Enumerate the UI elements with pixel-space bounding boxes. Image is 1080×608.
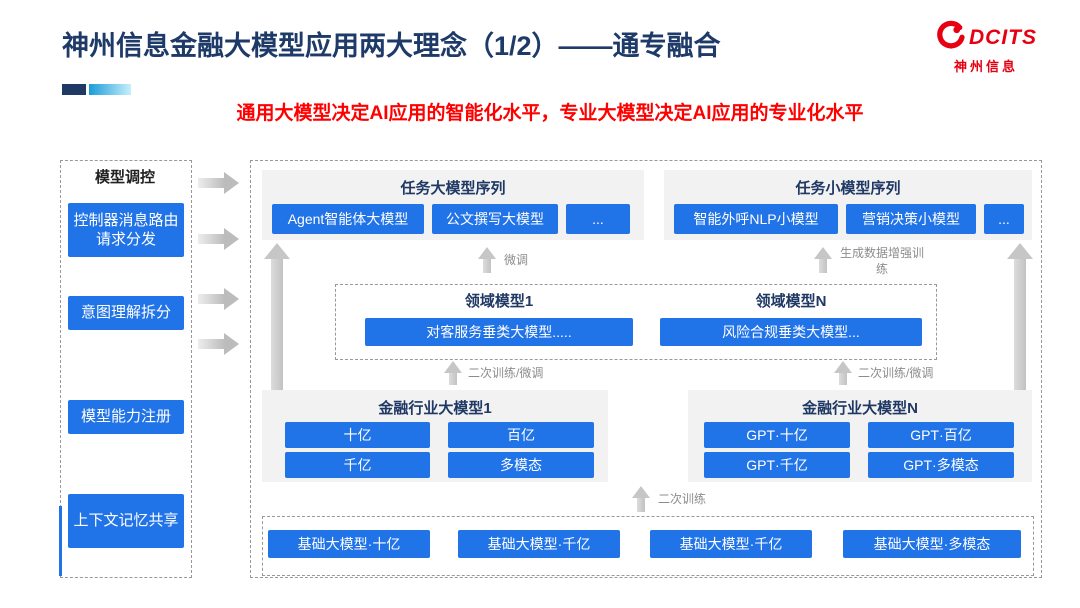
model-button-1b: 十亿	[285, 422, 430, 448]
industry-model-1-header: 金融行业大模型1	[378, 400, 492, 417]
model-button-gpt-multimodal: GPT·多模态	[868, 452, 1014, 478]
task-large-model-header: 任务大模型序列	[400, 180, 506, 197]
finetune-label: 微调	[504, 253, 529, 267]
task-small-model-header: 任务小模型序列	[795, 180, 901, 197]
model-button-outbound-nlp: 智能外呼NLP小模型	[674, 204, 838, 234]
model-button-gpt-10b: GPT·百亿	[868, 422, 1014, 448]
sidebar-item-intent: 意图理解拆分	[68, 296, 184, 330]
arrow-up-retrain-left-icon	[444, 361, 462, 385]
arrow-right-icon	[198, 333, 239, 355]
model-button-more-small: ...	[984, 204, 1024, 234]
sidebar-item-registry: 模型能力注册	[68, 400, 184, 434]
accent-bar-cyan	[89, 84, 131, 95]
arrow-right-icon	[198, 228, 239, 250]
model-button-customer-service: 对客服务垂类大模型.....	[365, 318, 633, 346]
model-button-base-multimodal: 基础大模型·多模态	[843, 530, 1021, 558]
model-button-100b: 千亿	[285, 452, 430, 478]
sidebar-accent-line	[59, 506, 62, 576]
accent-bar-navy	[62, 84, 86, 95]
model-button-multimodal: 多模态	[448, 452, 594, 478]
model-button-gpt-100b: GPT·千亿	[704, 452, 850, 478]
model-button-risk-compliance: 风险合规垂类大模型...	[660, 318, 922, 346]
sidebar-item-context: 上下文记忆共享	[68, 494, 184, 548]
arrow-right-icon	[198, 288, 239, 310]
model-button-marketing: 营销决策小模型	[846, 204, 976, 234]
retrain-label: 二次训练	[658, 492, 707, 506]
model-button-base-100b-a: 基础大模型·千亿	[458, 530, 620, 558]
industry-model-n-header: 金融行业大模型N	[802, 400, 918, 417]
arrow-up-retrain-right-icon	[834, 361, 852, 385]
retrain-finetune-left-label: 二次训练/微调	[468, 366, 544, 380]
arrow-up-gendata-icon	[814, 247, 832, 273]
model-button-base-100b-b: 基础大模型·千亿	[650, 530, 812, 558]
arrow-right-icon	[198, 172, 239, 194]
logo-company: 神州信息	[953, 59, 1018, 74]
model-button-10b: 百亿	[448, 422, 594, 448]
model-control-header: 模型调控	[94, 169, 155, 186]
model-button-base-1b: 基础大模型·十亿	[268, 530, 430, 558]
arrow-up-retrain-bottom-icon	[632, 486, 650, 512]
model-button-document-writing: 公文撰写大模型	[432, 204, 558, 234]
sidebar-item-router: 控制器消息路由请求分发	[68, 203, 184, 257]
model-button-more-large: ...	[566, 204, 630, 234]
logo-text: DCITS	[969, 25, 1037, 49]
gendata-label: 生成数据增强训练	[840, 246, 925, 276]
company-logo: DCITS 神州信息	[926, 20, 1046, 75]
slide-subtitle: 通用大模型决定AI应用的智能化水平，专业大模型决定AI应用的专业化水平	[236, 103, 864, 124]
domain-model-n-header: 领域模型N	[755, 293, 827, 310]
page-title: 神州信息金融大模型应用两大理念（1/2）——通专融合	[62, 31, 721, 61]
model-button-agent: Agent智能体大模型	[272, 204, 424, 234]
model-button-gpt-1b: GPT·十亿	[704, 422, 850, 448]
domain-model-1-header: 领域模型1	[464, 293, 534, 310]
dcits-swoosh-icon	[935, 20, 965, 55]
retrain-finetune-right-label: 二次训练/微调	[858, 366, 934, 380]
arrow-up-finetune-icon	[478, 247, 496, 273]
